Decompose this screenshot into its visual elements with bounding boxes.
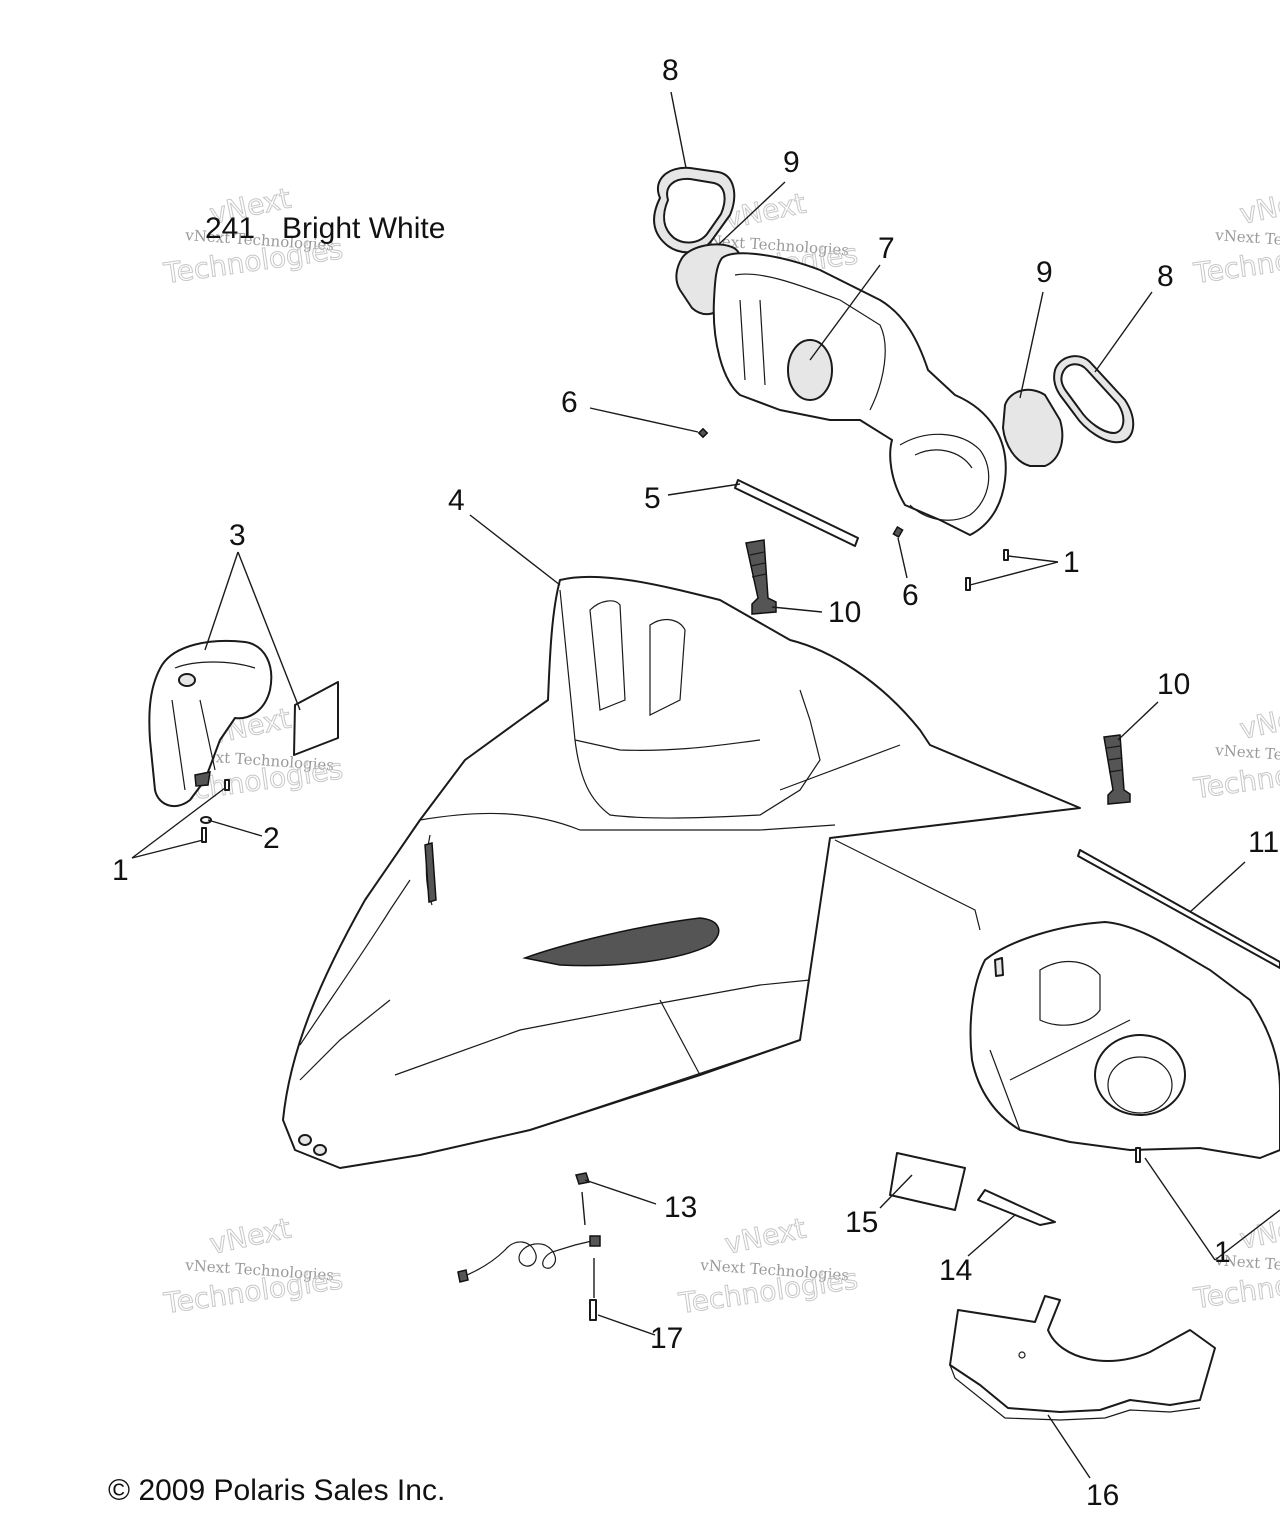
callout-8-right: 8 <box>1157 260 1174 293</box>
part-clip-lower <box>892 526 904 538</box>
part-mirror <box>148 639 339 808</box>
callout-6-upper: 6 <box>561 386 578 419</box>
part-screw-harness <box>589 1299 597 1321</box>
part-harness <box>457 1235 601 1283</box>
callout-14: 14 <box>939 1254 972 1287</box>
callout-3: 3 <box>229 519 246 552</box>
callout-13: 13 <box>664 1191 697 1224</box>
callout-17: 17 <box>650 1322 683 1355</box>
part-nut <box>575 1172 590 1185</box>
svg-text:vNext: vNext <box>722 1212 809 1261</box>
callout-10-left: 10 <box>828 596 861 629</box>
callout-6-lower: 6 <box>902 579 919 612</box>
part-strap-right <box>1103 734 1131 805</box>
callout-4: 4 <box>448 484 465 517</box>
watermark-6: vNext vNext Technologies Technologies <box>1191 696 1280 806</box>
color-code: 241 <box>205 212 255 245</box>
callout-16: 16 <box>1086 1479 1119 1512</box>
callout-9-right: 9 <box>1036 256 1053 289</box>
part-hood <box>282 575 1081 1169</box>
callout-8-upper: 8 <box>662 54 679 87</box>
part-lens-right <box>1002 388 1064 467</box>
svg-text:vNext: vNext <box>207 1212 294 1261</box>
part-rod-long <box>1077 849 1280 969</box>
callout-2: 2 <box>263 822 280 855</box>
watermark-9: vNext vNext Technologies Technologies <box>1191 1206 1280 1316</box>
callout-7: 7 <box>878 232 895 265</box>
callout-1-upper: 1 <box>1063 546 1080 579</box>
part-clip-upper <box>697 427 709 439</box>
part-bezel-ring-upper <box>653 166 736 254</box>
part-screw-mirror-a <box>224 779 230 791</box>
callout-1-lower: 1 <box>1214 1236 1231 1269</box>
callout-5: 5 <box>644 482 661 515</box>
svg-text:vNext: vNext <box>1237 1207 1280 1256</box>
part-bezel-ring-right <box>1053 355 1135 444</box>
part-decal-b <box>977 1189 1056 1226</box>
svg-text:vNext: vNext <box>1237 182 1280 231</box>
callout-9-upper: 9 <box>783 146 800 179</box>
callout-15: 15 <box>845 1206 878 1239</box>
part-console-pod <box>969 921 1280 1159</box>
part-strap-left <box>745 539 777 615</box>
callout-11: 11 <box>1248 826 1279 859</box>
callout-1-left: 1 <box>112 854 129 887</box>
part-rod <box>734 479 859 547</box>
color-name: Bright White <box>282 212 445 245</box>
watermark-7: vNext vNext Technologies Technologies <box>161 1211 346 1321</box>
part-screw-mirror-b <box>201 827 207 843</box>
callout-labels: 8 9 7 9 8 6 5 6 1 4 3 10 10 2 1 11 13 15… <box>112 54 1279 1512</box>
callout-10-right: 10 <box>1157 668 1190 701</box>
watermark-8: vNext vNext Technologies Technologies <box>676 1211 861 1321</box>
part-gauge-housing <box>712 252 1007 536</box>
part-floor-plate <box>949 1295 1216 1421</box>
watermark-3: vNext vNext Technologies Technologies <box>1191 181 1280 291</box>
part-screw-upper-a <box>1003 549 1009 561</box>
part-screw-console <box>1135 1147 1141 1163</box>
svg-text:vNext: vNext <box>1237 697 1280 746</box>
part-decal-a <box>889 1152 966 1211</box>
part-screw-upper-b <box>965 577 971 591</box>
copyright-text: © 2009 Polaris Sales Inc. <box>108 1474 445 1507</box>
part-washer <box>200 816 212 824</box>
leader-lines <box>131 91 1280 1479</box>
